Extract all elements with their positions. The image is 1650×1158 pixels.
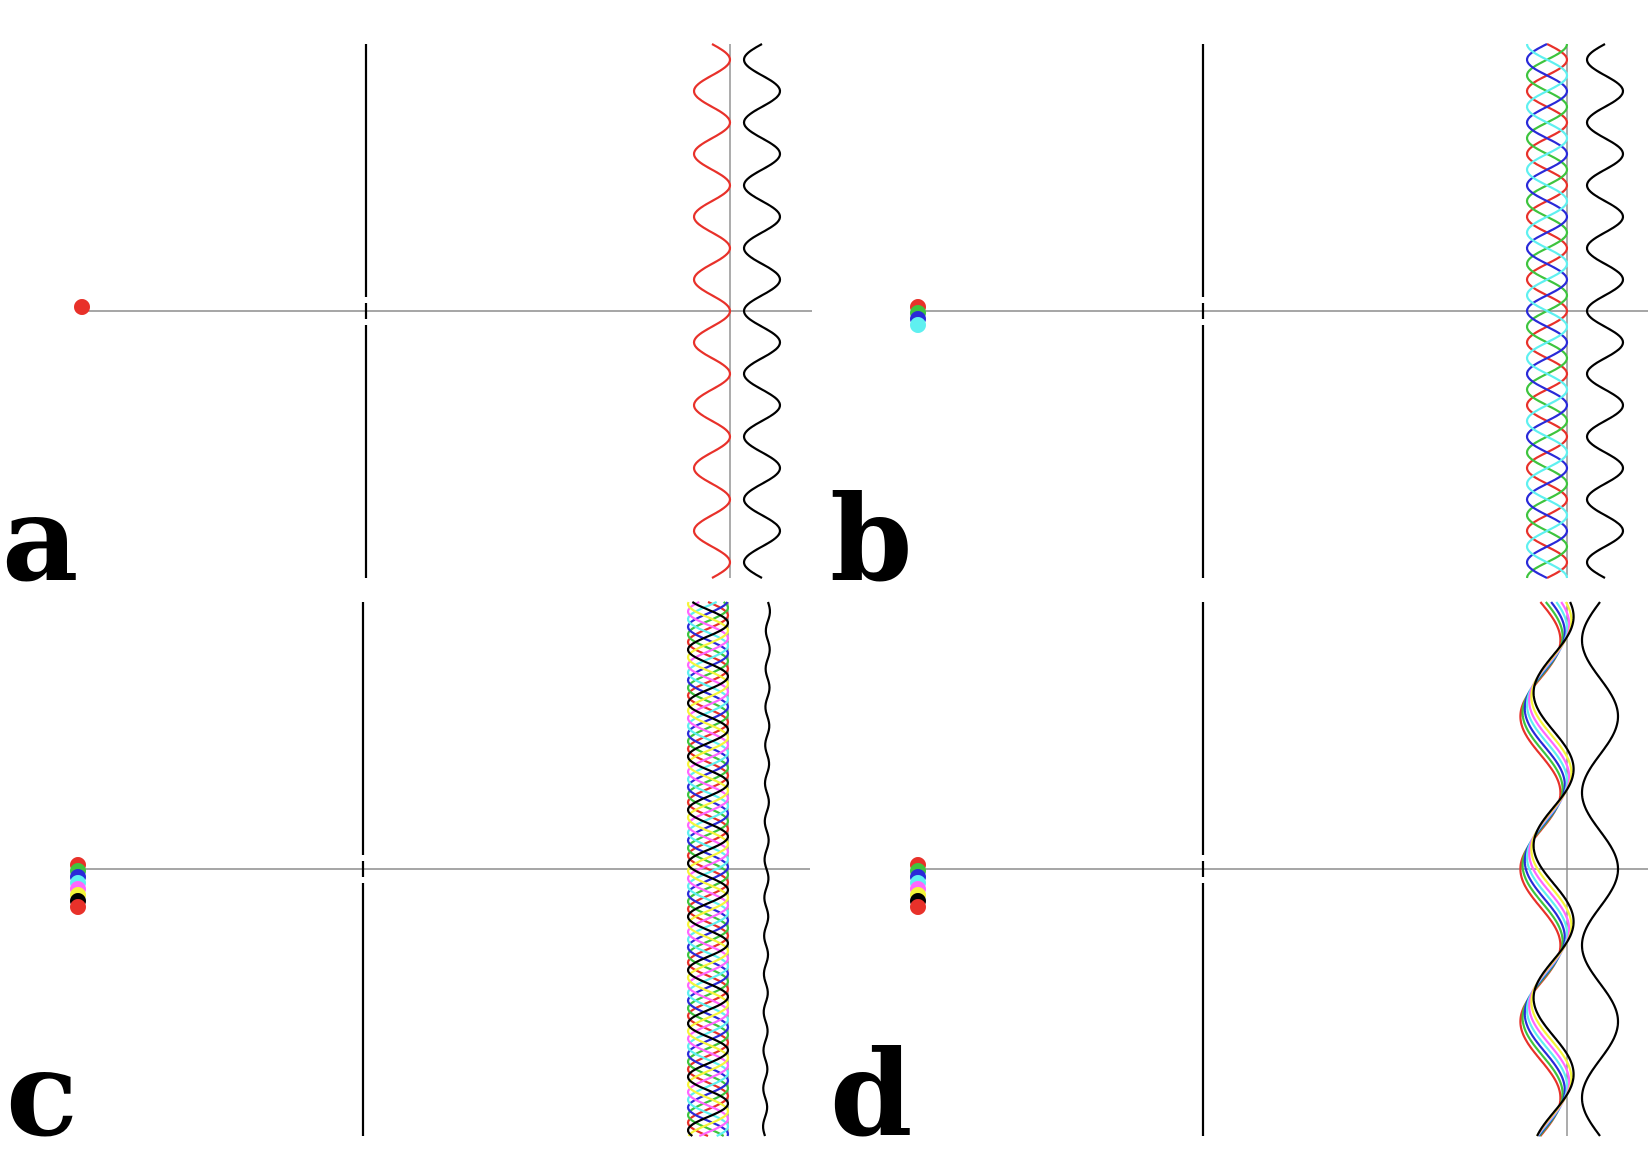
screen-wave-trace (1528, 601, 1571, 1137)
panel-a (74, 43, 812, 579)
panel-c (70, 600, 810, 1138)
screen-wave-trace (1525, 43, 1569, 579)
light-source-dot (910, 899, 926, 915)
intensity-curve (1585, 43, 1625, 579)
screen-wave-trace (686, 601, 730, 1137)
screen-wave-trace (686, 600, 730, 1137)
screen-wave-trace (1525, 43, 1569, 579)
panel-b (910, 43, 1648, 579)
screen-wave-trace (1530, 601, 1573, 1137)
screen-wave-trace (1525, 43, 1569, 579)
intensity-curve (761, 601, 772, 1137)
light-source-dot (910, 317, 926, 333)
panel-label-c: c (6, 1024, 78, 1158)
panel-label-a: a (2, 469, 78, 608)
intensity-curve (742, 43, 782, 579)
screen-wave-trace (686, 601, 730, 1137)
screen-wave-trace (686, 601, 730, 1138)
panel-d (910, 601, 1648, 1137)
light-source-dot (74, 299, 90, 315)
panel-label-b: b (830, 469, 913, 608)
light-source-dot (70, 899, 86, 915)
screen-wave-trace (1532, 601, 1575, 1137)
screen-wave-trace (692, 43, 732, 579)
screen-wave-trace (686, 601, 730, 1137)
intensity-curve (1580, 601, 1620, 1137)
panel-label-d: d (830, 1024, 913, 1158)
